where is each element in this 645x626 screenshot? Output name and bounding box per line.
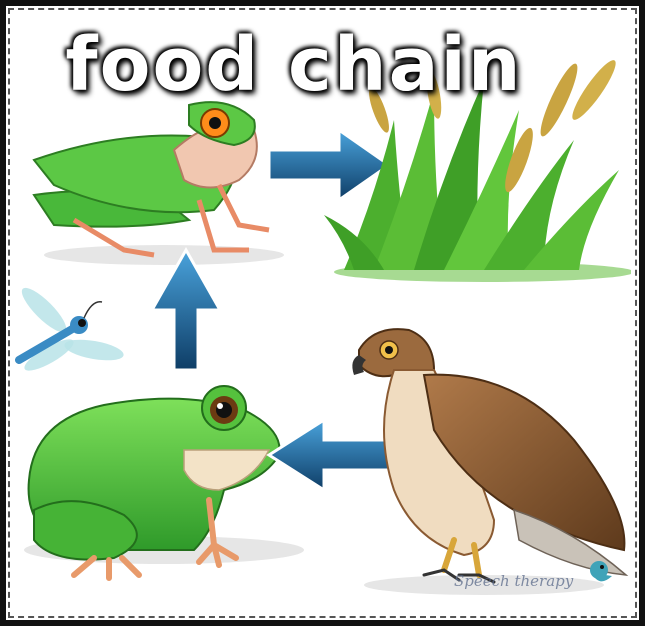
poster: food chain Speech therapy [14, 10, 631, 616]
arrow-up-icon [152, 250, 220, 370]
page-title: food chain [14, 22, 574, 108]
dragonfly-icon [16, 282, 125, 376]
hawk-icon [352, 329, 626, 595]
grasshopper-icon [34, 102, 284, 265]
arrow-right-icon [269, 130, 389, 200]
watermark-text: Speech therapy [454, 572, 573, 590]
arrow-left-icon [269, 420, 389, 490]
frog-icon [24, 386, 304, 578]
